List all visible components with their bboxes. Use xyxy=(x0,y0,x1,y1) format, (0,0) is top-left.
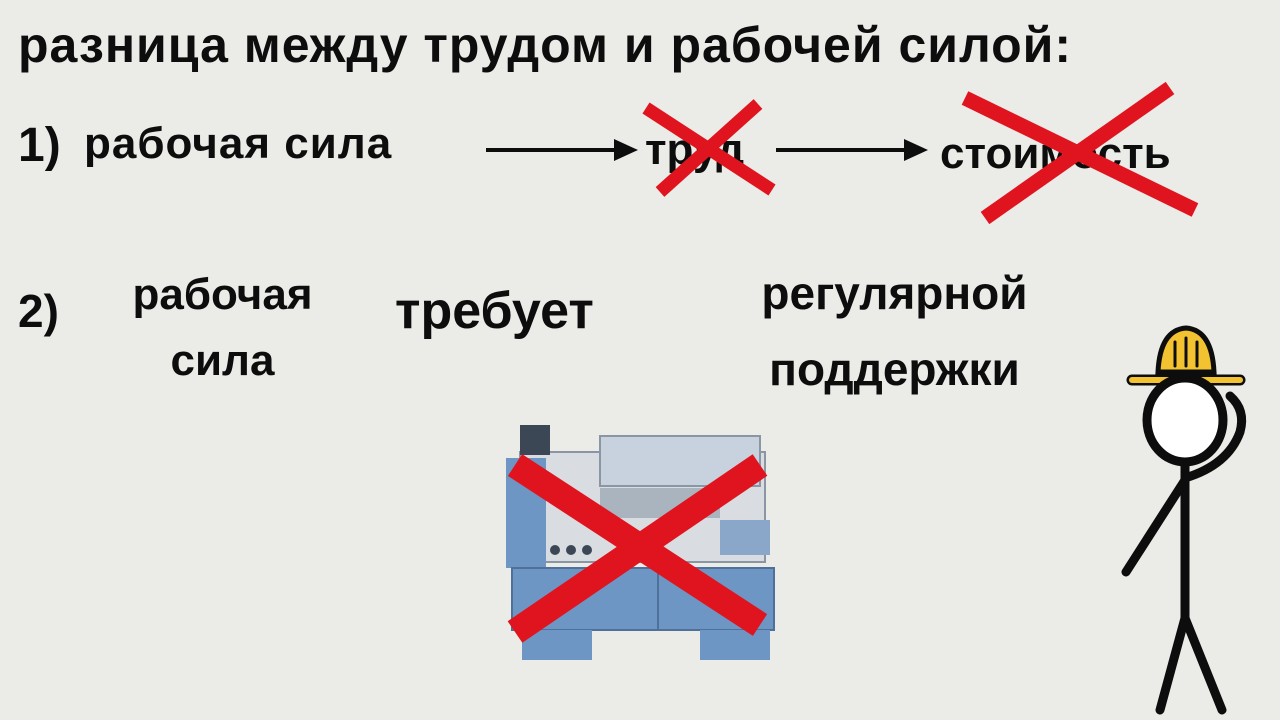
cross-out-icon xyxy=(965,88,1195,218)
stick-figure-worker-icon xyxy=(1126,328,1242,710)
arrow-icon xyxy=(486,139,638,161)
arrow-icon xyxy=(776,139,928,161)
cross-out-icon xyxy=(646,104,772,192)
